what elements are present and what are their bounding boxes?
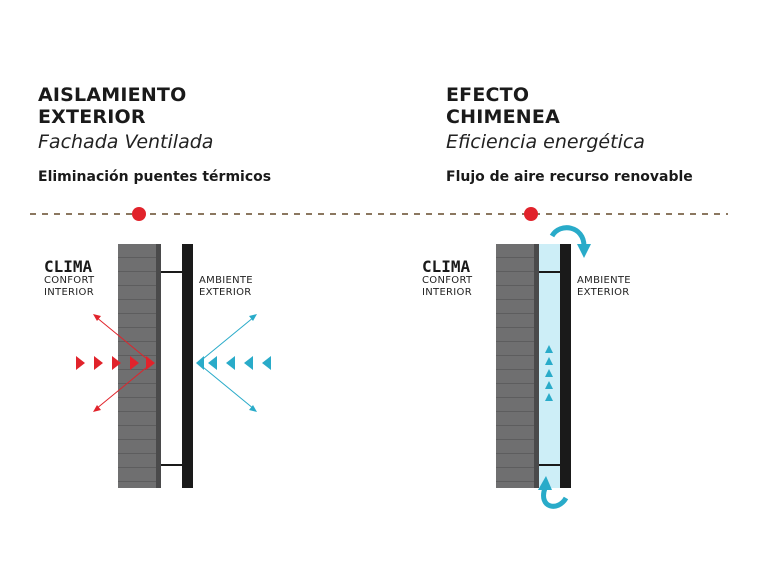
panel-right-title-line2: CHIMENEA — [446, 106, 560, 128]
clima-label: CLIMA — [44, 257, 93, 276]
cold-reflection-lines — [197, 314, 257, 412]
triangle-up-icon — [545, 345, 553, 401]
diagram-right-chimney-effect — [496, 225, 591, 509]
wall-insulation-layer — [534, 244, 539, 488]
right-exterior-label: AMBIENTE EXTERIOR — [577, 275, 631, 299]
dot-icon — [524, 207, 538, 221]
air-cavity — [539, 244, 560, 488]
cladding-panel — [182, 244, 193, 488]
wall-insulation-layer — [156, 244, 161, 488]
panel-left-title-line2: EXTERIOR — [38, 106, 146, 128]
confort-label: CONFORT — [44, 275, 95, 286]
exterior-label: EXTERIOR — [577, 287, 630, 298]
panel-right-header: EFECTO CHIMENEA Eficiencia energética Fl… — [446, 84, 768, 186]
left-interior-label: CLIMA CONFORT INTERIOR — [44, 258, 94, 299]
exterior-label: EXTERIOR — [199, 287, 252, 298]
panel-right-title-line1: EFECTO — [446, 84, 530, 106]
curved-arrow-icon — [549, 225, 591, 258]
confort-label: CONFORT — [422, 275, 473, 286]
triangle-left-icon — [196, 356, 271, 370]
left-exterior-label: AMBIENTE EXTERIOR — [199, 275, 253, 299]
interior-label: INTERIOR — [422, 287, 472, 298]
dot-icon — [132, 207, 146, 221]
diagram-left-ventilated-facade — [76, 244, 271, 488]
interior-label: INTERIOR — [44, 287, 94, 298]
panel-left-title: AISLAMIENTO EXTERIOR — [38, 84, 368, 128]
panel-left-subtitle: Fachada Ventilada — [38, 131, 214, 153]
heat-reflection-lines — [93, 314, 153, 412]
panel-right-title: EFECTO CHIMENEA — [446, 84, 768, 128]
clima-label: CLIMA — [422, 257, 471, 276]
panel-left-feature: Eliminación puentes térmicos — [38, 169, 272, 185]
cladding-panel — [560, 244, 571, 488]
curved-arrow-icon — [538, 476, 569, 509]
panel-right-feature: Flujo de aire recurso renovable — [446, 169, 693, 185]
right-interior-label: CLIMA CONFORT INTERIOR — [422, 258, 472, 299]
panel-left-title-line1: AISLAMIENTO — [38, 84, 187, 106]
masonry-wall — [496, 244, 534, 488]
panel-left-header: AISLAMIENTO EXTERIOR Fachada Ventilada E… — [38, 84, 368, 186]
panel-right-subtitle: Eficiencia energética — [446, 131, 645, 153]
ambiente-label: AMBIENTE — [199, 275, 253, 286]
ambiente-label: AMBIENTE — [577, 275, 631, 286]
